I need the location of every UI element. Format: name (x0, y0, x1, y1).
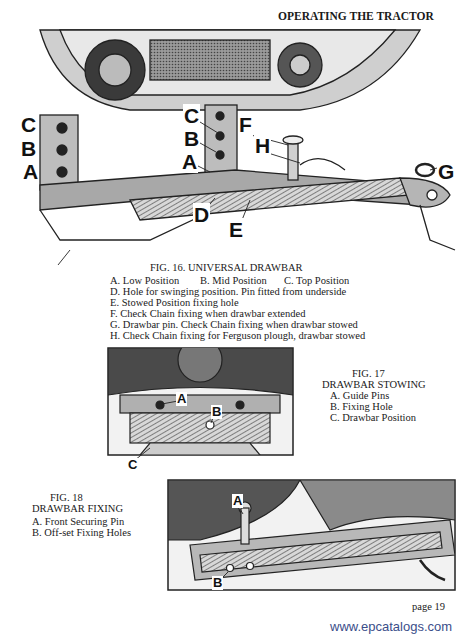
drawing-stroke (290, 55, 310, 75)
drawing-stroke (150, 40, 270, 80)
figure-caption: FIG. 18 (50, 492, 83, 504)
universal-drawbar-illustration (40, 30, 455, 265)
caption-line: B. Fixing Hole (330, 401, 393, 413)
page-header: OPERATING THE TRACTOR (278, 10, 434, 23)
drawing-stroke (168, 480, 455, 590)
callout-letter: A (176, 392, 187, 406)
caption-line: C. Top Position (284, 275, 349, 287)
callout-letter: D (193, 203, 210, 226)
drawing-stroke (57, 145, 67, 155)
callout-letter: C (20, 113, 37, 136)
drawing-stroke (156, 401, 164, 409)
drawing-stroke (57, 123, 67, 133)
drawbar-stowing-illustration (108, 338, 293, 460)
callout-letter: B (212, 576, 223, 590)
caption-line: D. Hole for swinging position. Pin fitte… (110, 286, 346, 298)
drawing-stroke (108, 348, 293, 455)
drawing-stroke (216, 132, 224, 140)
watermark: www.epcatalogs.com (330, 620, 452, 634)
drawing-stroke (420, 560, 445, 580)
callout-letter: A (181, 150, 198, 173)
drawing-stroke (130, 178, 410, 220)
callout-letter: H (254, 134, 271, 157)
drawing-stroke (283, 136, 303, 144)
caption-line: B. Off-set Fixing Holes (32, 527, 131, 539)
drawing-stroke (222, 509, 243, 578)
drawing-stroke (40, 115, 78, 190)
drawing-stroke (427, 190, 437, 200)
drawing-stroke (430, 168, 437, 170)
drawing-stroke (205, 105, 237, 175)
drawing-stroke (57, 167, 67, 177)
caption-line: E. Stowed Position fixing hole (110, 297, 239, 309)
callout-letter: C (183, 104, 200, 127)
drawbar-fixing-illustration (168, 480, 455, 590)
drawing-stroke (420, 205, 455, 250)
callout-letter: B (20, 137, 37, 160)
callout-letter: C (127, 458, 138, 472)
caption-line: A. Guide Pins (330, 390, 389, 402)
drawing-stroke (300, 159, 345, 170)
drawing-stroke (130, 413, 270, 443)
drawing-stroke (168, 480, 455, 580)
drawing-stroke (168, 480, 300, 540)
drawing-stroke (58, 122, 437, 265)
drawing-stroke (240, 509, 243, 514)
callout-letter: E (228, 218, 244, 241)
drawing-stroke (120, 395, 280, 413)
drawing-stroke (216, 151, 224, 159)
drawing-stroke (236, 401, 244, 409)
drawing-stroke (247, 563, 254, 570)
figure-caption: FIG. 17 (352, 368, 385, 380)
drawing-stroke (58, 250, 70, 265)
caption-line: B. Mid Position (200, 275, 267, 287)
caption-line: F. Check Chain fixing when drawbar exten… (110, 308, 305, 320)
drawing-stroke (85, 40, 145, 100)
figure-caption: FIG. 16. UNIVERSAL DRAWBAR (150, 262, 302, 274)
drawing-stroke (140, 443, 260, 455)
drawing-stroke (200, 532, 442, 572)
drawing-stroke (99, 54, 131, 86)
callout-letter: F (238, 113, 253, 136)
caption-line: G. Drawbar pin. Check Chain fixing when … (110, 319, 358, 331)
callout-letter: A (22, 160, 39, 183)
caption-line: C. Drawbar Position (330, 412, 416, 424)
drawing-stroke (200, 143, 216, 152)
figure-caption: DRAWBAR FIXING (32, 503, 123, 515)
drawing-stroke (40, 30, 420, 110)
caption-line: A. Low Position (110, 275, 179, 287)
drawing-stroke (241, 508, 249, 544)
caption-line: A. Front Securing Pin (32, 516, 124, 528)
drawing-stroke (278, 43, 322, 87)
callout-letter: B (183, 127, 200, 150)
drawing-stroke (190, 520, 455, 580)
callout-letter: G (437, 160, 455, 183)
page-number: page 19 (412, 601, 445, 613)
callout-letter: B (211, 405, 222, 419)
drawing-stroke (206, 421, 214, 429)
drawing-stroke (178, 348, 222, 382)
drawing-stroke (216, 112, 224, 120)
caption-line: H. Check Chain fixing for Ferguson ploug… (110, 330, 365, 342)
figure-caption: DRAWBAR STOWING (322, 379, 426, 391)
drawing-stroke (227, 565, 234, 572)
callout-letter: A (232, 494, 243, 508)
drawing-stroke (268, 153, 300, 163)
drawing-stroke (135, 400, 213, 460)
drawing-stroke (200, 122, 218, 133)
